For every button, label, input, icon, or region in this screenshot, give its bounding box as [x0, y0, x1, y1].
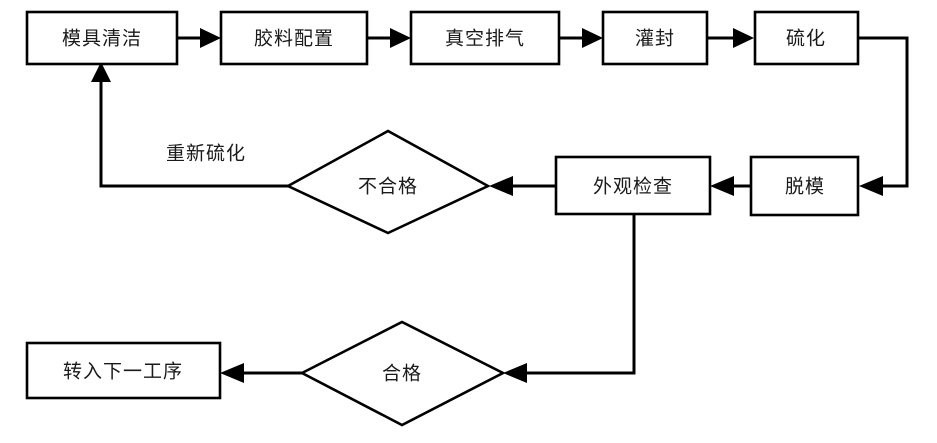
node-mold-clean-label: 模具清洁: [62, 28, 142, 50]
edge-fail-to-mold-clean: [91, 62, 288, 188]
decision-pass-label: 合格: [382, 363, 422, 385]
edge-potting-to-vulcanize: [707, 28, 754, 48]
node-demolding-label: 脱模: [785, 176, 825, 198]
node-mold-clean[interactable]: 模具清洁: [25, 10, 179, 66]
edge-glue-prep-to-vacuum: [367, 28, 411, 48]
node-vulcanization[interactable]: 硫化: [753, 10, 860, 66]
edge-label-rework: 重新硫化: [166, 143, 246, 165]
node-vacuum-degas-label: 真空排气: [445, 28, 525, 50]
edge-inspection-to-fail: [489, 176, 556, 196]
node-appearance-inspection[interactable]: 外观检查: [554, 155, 712, 216]
node-demolding[interactable]: 脱模: [749, 155, 860, 217]
node-vacuum-degas[interactable]: 真空排气: [409, 10, 561, 66]
decision-pass[interactable]: 合格: [299, 320, 506, 427]
node-potting[interactable]: 灌封: [601, 10, 709, 66]
edge-vacuum-to-potting: [559, 28, 603, 48]
edge-vulcanize-to-demold: [858, 36, 909, 196]
node-next-process-label: 转入下一工序: [63, 361, 183, 383]
edge-pass-to-next-process: [220, 363, 302, 383]
node-appearance-inspection-label: 外观检查: [593, 176, 673, 198]
node-vulcanization-label: 硫化: [786, 28, 826, 50]
edge-demold-to-inspection: [710, 176, 750, 196]
decision-fail[interactable]: 不合格: [285, 129, 491, 235]
edge-mold-clean-to-glue-prep: [177, 28, 221, 48]
node-glue-prep-label: 胶料配置: [254, 28, 334, 50]
node-potting-label: 灌封: [635, 28, 675, 50]
decision-fail-label: 不合格: [358, 176, 418, 198]
node-glue-prep[interactable]: 胶料配置: [219, 10, 369, 66]
node-next-process[interactable]: 转入下一工序: [25, 341, 222, 400]
edge-inspection-to-pass: [503, 214, 636, 383]
